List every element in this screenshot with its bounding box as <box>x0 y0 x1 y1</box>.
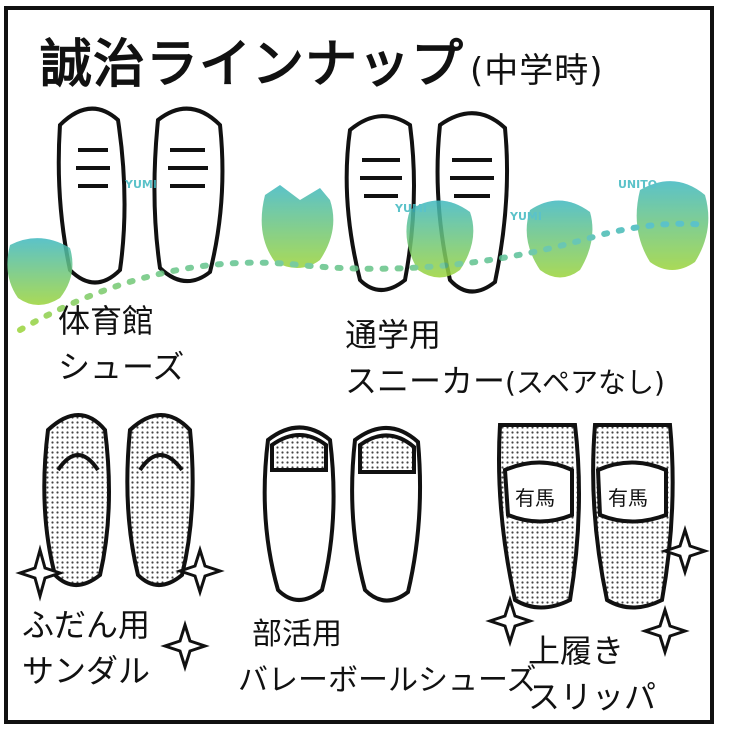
watermark: YUMI YUMI YUMI UNITO <box>7 178 709 333</box>
label-line: 通学用 <box>345 316 442 354</box>
slippers <box>497 423 675 610</box>
label-line: シューズ <box>58 348 185 386</box>
label-line: 部活用 <box>252 617 342 652</box>
watermark-dog-icon <box>636 181 709 270</box>
sparkle-icon <box>485 594 535 648</box>
label-sandals: ふだん用 サンダル <box>22 602 150 694</box>
label-note: (スペアなし) <box>505 366 665 399</box>
page-title: 誠治ラインナップ(中学時) <box>40 22 604 97</box>
title-main: 誠治ラインナップ <box>40 35 465 95</box>
label-gym-shoes: 体育館 シューズ <box>58 298 184 390</box>
watermark-text: YUMI <box>394 202 427 215</box>
volleyball-shoes <box>262 425 423 603</box>
watermark-dog-icon <box>526 200 593 278</box>
watermark-dog-icon <box>406 200 474 278</box>
label-line: 体育館 <box>58 302 155 340</box>
label-volleyball-shoes: 部活用 バレーボールシューズ <box>238 612 537 704</box>
gym-shoes <box>56 106 225 285</box>
label-line: スリッパ <box>528 678 657 716</box>
sparkle-icon <box>160 619 210 673</box>
sandals <box>42 413 195 587</box>
sparkle-icon <box>640 604 690 658</box>
label-line: スニーカー(スペアなし) <box>345 358 665 406</box>
title-sub: (中学時) <box>470 51 604 91</box>
sparkle-icons <box>15 524 710 673</box>
watermark-text: UNITO <box>618 178 657 191</box>
label-line: バレーボールシューズ <box>238 663 537 698</box>
label-line: 上履き <box>528 632 625 670</box>
slipper-text-left: 有馬 <box>515 486 555 510</box>
sparkle-icon <box>15 544 65 602</box>
label-commuter-sneakers: 通学用 スニーカー(スペアなし) <box>345 312 665 406</box>
watermark-text: YUMI <box>509 210 542 223</box>
watermark-text: YUMI <box>124 178 157 191</box>
label-slippers: 上履き スリッパ <box>528 628 656 720</box>
sparkle-icon <box>660 524 710 578</box>
slipper-text-right: 有馬 <box>608 486 648 510</box>
watermark-dog-icon <box>7 238 73 305</box>
label-text: スニーカー <box>345 362 506 400</box>
sparkle-icon <box>175 544 225 598</box>
label-line: ふだん用 <box>22 606 151 644</box>
watermark-cat-icon <box>261 185 334 269</box>
label-line: サンダル <box>22 652 151 690</box>
